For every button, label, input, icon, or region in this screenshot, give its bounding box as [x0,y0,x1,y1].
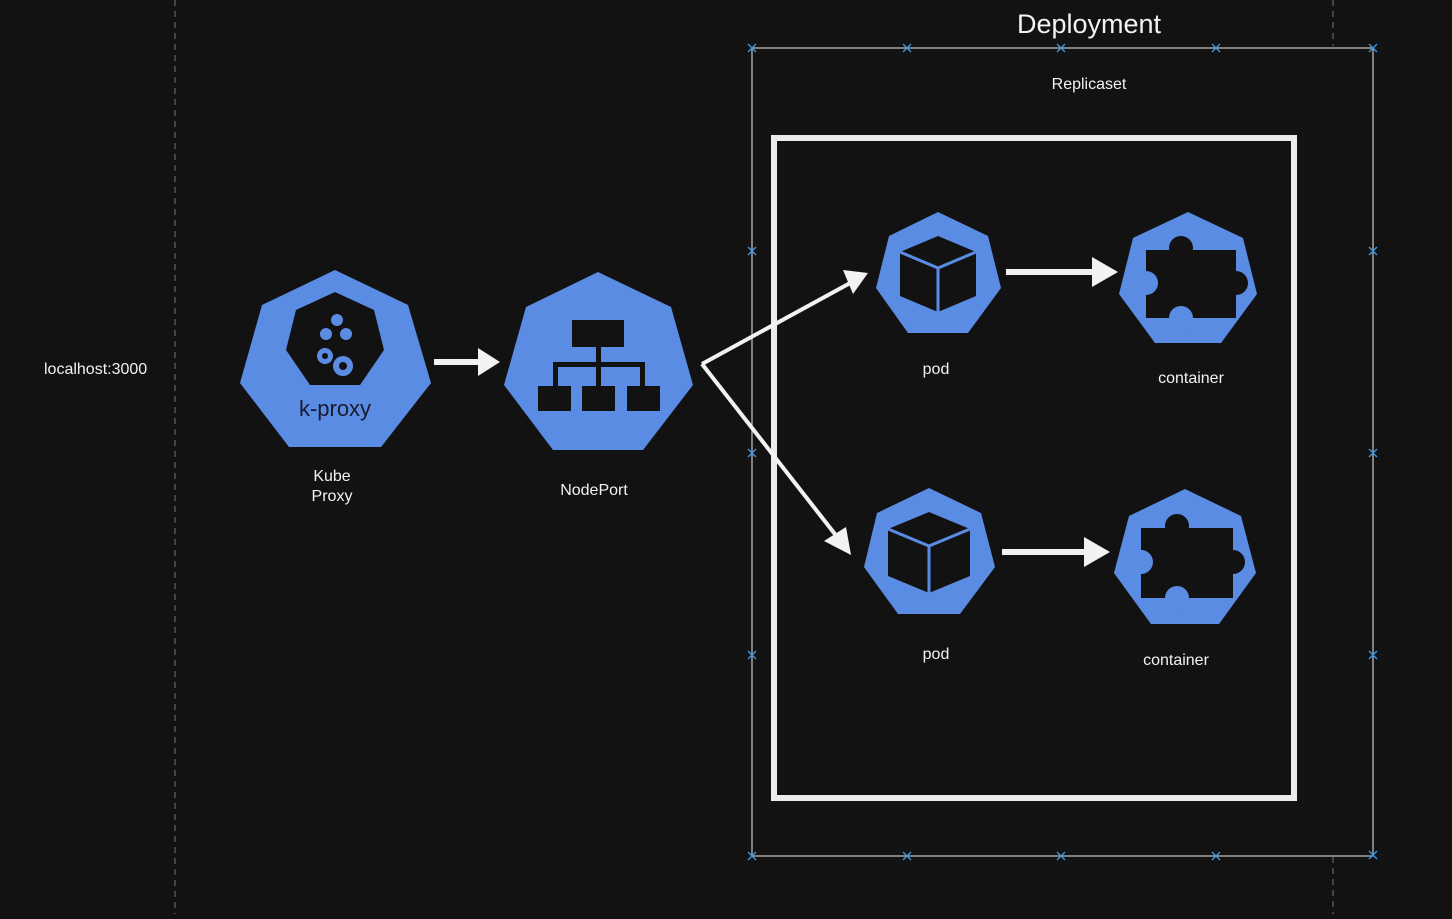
puzzle-icon [1129,514,1245,610]
kube-proxy-icon[interactable]: k-proxy [240,270,431,447]
nodeport-icon[interactable] [504,272,693,450]
arrow-pod-to-container-bottom[interactable] [1002,537,1110,567]
container-icon-bottom[interactable] [1114,489,1256,624]
replicaset-box[interactable] [771,135,1297,801]
kube-proxy-icon-text: k-proxy [299,396,371,421]
arrow-nodeport-to-pod-top[interactable] [701,270,868,366]
arrow-nodeport-to-pod-bottom[interactable] [700,362,851,555]
replicaset-label: Replicaset [1051,76,1127,93]
selection-handles[interactable] [747,43,1378,861]
pod-icon-bottom[interactable] [864,488,995,614]
pod-label-bottom: pod [922,646,950,663]
container-label-top: container [1158,370,1224,387]
arrow-pod-to-container-top[interactable] [1006,257,1118,287]
deployment-label: Deployment [1016,9,1162,39]
sitemap-icon [538,320,660,411]
puzzle-icon [1134,236,1248,330]
localhost-label: localhost:3000 [44,361,148,378]
arrow-proxy-to-nodeport[interactable] [434,348,500,376]
cube-icon [887,512,971,593]
kube-proxy-label-line2: Proxy [311,488,353,505]
container-icon-top[interactable] [1119,212,1257,343]
container-label-bottom: container [1143,652,1209,669]
pod-label-top: pod [922,361,950,378]
gears-icon [317,314,353,376]
cube-icon [899,236,977,312]
nodeport-label: NodePort [560,482,628,499]
deployment-box[interactable] [751,47,1374,857]
pod-icon-top[interactable] [876,212,1001,333]
kube-proxy-label-line1: Kube [313,468,351,485]
